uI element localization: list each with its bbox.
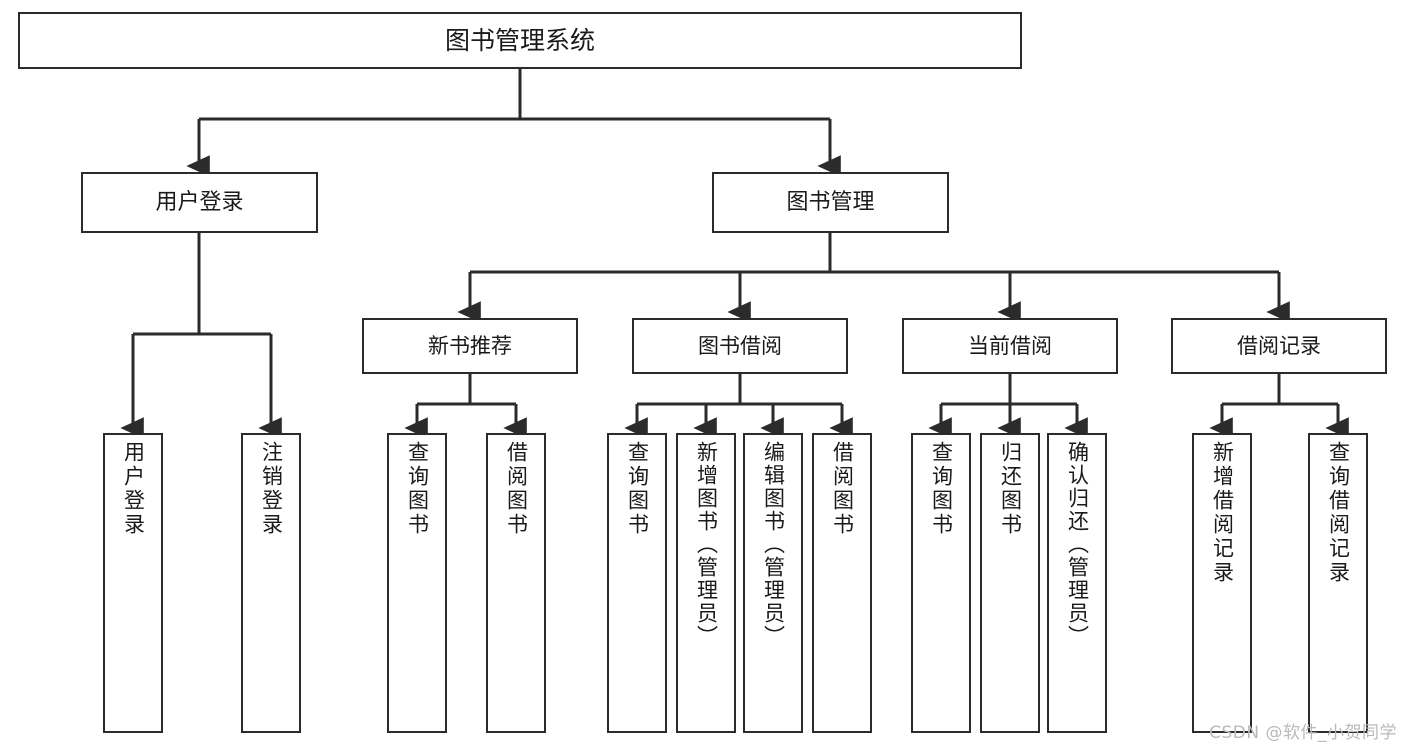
watermark-text: CSDN @软件_小贺同学 bbox=[1209, 723, 1397, 743]
node-label: 图书管理系统 bbox=[444, 25, 595, 55]
node-label: 当前借阅 bbox=[968, 333, 1052, 358]
node-label: 查询图书 bbox=[405, 441, 430, 537]
leaf-book-borrow-borrow-book[interactable]: 借阅图书 bbox=[812, 433, 872, 733]
node-book-borrow[interactable]: 图书借阅 bbox=[632, 318, 848, 374]
node-label: 编辑图书（管理员） bbox=[761, 441, 786, 648]
leaf-current-borrow-confirm-return-admin[interactable]: 确认归还（管理员） bbox=[1047, 433, 1107, 733]
node-user-login[interactable]: 用户登录 bbox=[81, 172, 318, 233]
node-label: 图书管理 bbox=[786, 189, 875, 215]
node-label: 归还图书 bbox=[998, 441, 1023, 537]
leaf-book-borrow-add-book-admin[interactable]: 新增图书（管理员） bbox=[676, 433, 736, 733]
node-label: 确认归还（管理员） bbox=[1065, 441, 1090, 648]
leaf-new-book-borrow-book[interactable]: 借阅图书 bbox=[486, 433, 546, 733]
leaf-book-borrow-query-book[interactable]: 查询图书 bbox=[607, 433, 667, 733]
node-label: 查询借阅记录 bbox=[1326, 441, 1351, 585]
leaf-borrow-record-add-record[interactable]: 新增借阅记录 bbox=[1192, 433, 1252, 733]
leaf-user-login-login[interactable]: 用户登录 bbox=[103, 433, 163, 733]
node-label: 用户登录 bbox=[155, 189, 244, 215]
leaf-user-login-logout[interactable]: 注销登录 bbox=[241, 433, 301, 733]
node-label: 新书推荐 bbox=[428, 333, 512, 358]
node-label: 借阅图书 bbox=[830, 441, 855, 537]
node-book-management[interactable]: 图书管理 bbox=[712, 172, 949, 233]
node-label: 借阅图书 bbox=[504, 441, 529, 537]
node-label: 查询图书 bbox=[929, 441, 954, 537]
leaf-book-borrow-edit-book-admin[interactable]: 编辑图书（管理员） bbox=[743, 433, 803, 733]
leaf-borrow-record-query-record[interactable]: 查询借阅记录 bbox=[1308, 433, 1368, 733]
node-new-book-recommend[interactable]: 新书推荐 bbox=[362, 318, 578, 374]
node-current-borrow[interactable]: 当前借阅 bbox=[902, 318, 1118, 374]
node-label: 新增借阅记录 bbox=[1210, 441, 1235, 585]
node-label: 新增图书（管理员） bbox=[694, 441, 719, 648]
node-borrow-record[interactable]: 借阅记录 bbox=[1171, 318, 1387, 374]
leaf-current-borrow-query-book[interactable]: 查询图书 bbox=[911, 433, 971, 733]
node-label: 查询图书 bbox=[625, 441, 650, 537]
leaf-current-borrow-return-book[interactable]: 归还图书 bbox=[980, 433, 1040, 733]
node-label: 注销登录 bbox=[259, 441, 284, 537]
node-root-book-management-system[interactable]: 图书管理系统 bbox=[18, 12, 1022, 69]
node-label: 借阅记录 bbox=[1237, 333, 1321, 358]
leaf-new-book-query-book[interactable]: 查询图书 bbox=[387, 433, 447, 733]
node-label: 图书借阅 bbox=[698, 333, 782, 358]
node-label: 用户登录 bbox=[121, 441, 146, 537]
